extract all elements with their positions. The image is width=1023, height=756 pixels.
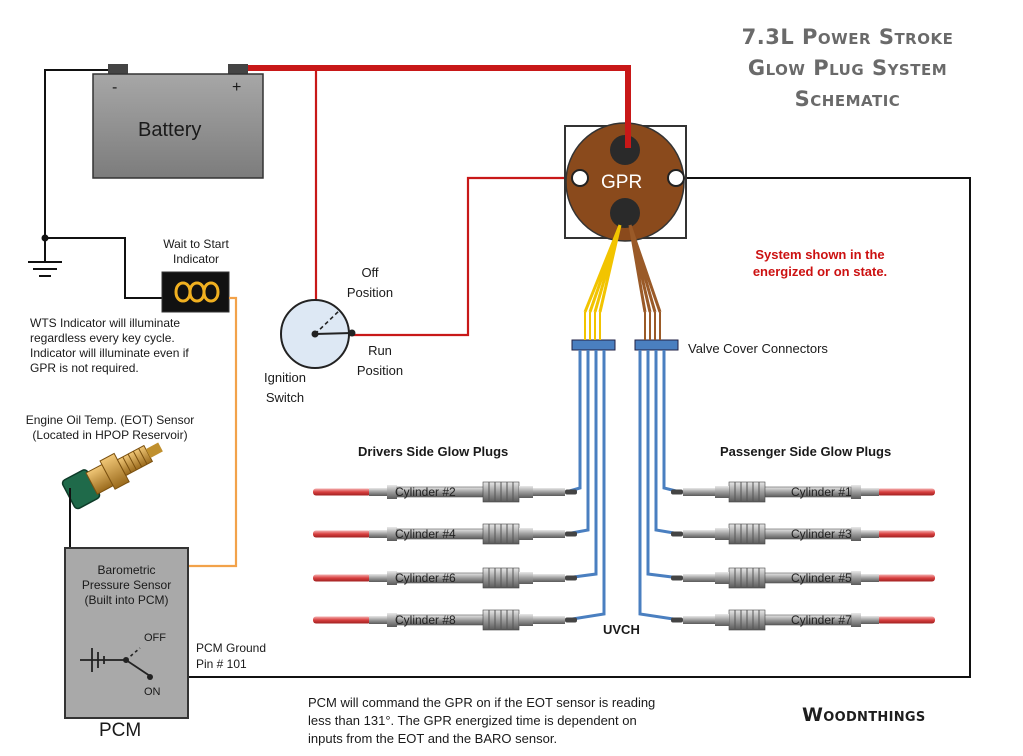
- note-line-2: less than 131°. The GPR energized time i…: [308, 713, 637, 728]
- note-line-3: inputs from the EOT and the BARO sensor.: [308, 731, 558, 746]
- gpr-output-wires: [583, 224, 662, 313]
- passenger-side-heading: Passenger Side Glow Plugs: [720, 444, 892, 459]
- wts-wire: [188, 296, 238, 568]
- title-line-1: 7.3L Power Stroke: [741, 25, 954, 49]
- title-line-2: Glow Plug System: [747, 56, 948, 80]
- pcm-module: [64, 547, 189, 719]
- wts-note-line-1: WTS Indicator will illuminate: [30, 316, 181, 330]
- uvch-label: UVCH: [603, 622, 640, 637]
- brand-label: Woodnthings: [802, 704, 926, 726]
- ground-junction: [41, 234, 49, 242]
- pcm-ground-label: PCM Ground Pin # 101: [196, 640, 266, 672]
- eot-sensor-label: Engine Oil Temp. (EOT) Sensor (Located i…: [10, 413, 210, 443]
- passenger-side-plugs: [670, 481, 936, 631]
- pcm-ground-line-1: PCM Ground: [196, 641, 267, 655]
- cylinder-label: Cylinder #2: [395, 485, 456, 499]
- battery-label: Battery: [138, 119, 202, 141]
- cylinder-label: Cylinder #5: [791, 571, 852, 585]
- wts-label-line-2: Indicator: [172, 252, 220, 266]
- baro-label-line-3: (Built into PCM): [84, 593, 169, 607]
- cylinder-label: Cylinder #7: [791, 613, 852, 627]
- wts-note-line-3: Indicator will illuminate even if: [30, 346, 189, 360]
- pcm-command-note: PCM will command the GPR on if the EOT s…: [308, 694, 655, 748]
- wts-indicator: [161, 271, 230, 313]
- pcm-label: PCM: [99, 720, 142, 741]
- run-label-line-2: Position: [356, 363, 404, 378]
- energized-note: System shown in the energized or on stat…: [720, 246, 920, 280]
- glow-plug-harness: [565, 350, 681, 622]
- drivers-side-heading: Drivers Side Glow Plugs: [358, 444, 509, 459]
- battery-neg-label: -: [112, 79, 118, 96]
- pcm-off-label: OFF: [144, 632, 166, 644]
- ignition-switch: [280, 299, 356, 369]
- off-label-line-1: Off: [361, 265, 379, 280]
- cylinder-label: Cylinder #4: [395, 527, 456, 541]
- drivers-side-plugs: [312, 481, 578, 631]
- eot-label-line-1: Engine Oil Temp. (EOT) Sensor: [25, 413, 195, 427]
- valve-cover-connectors: [571, 312, 679, 351]
- ignition-switch-label: Ignition Switch: [250, 368, 320, 408]
- wts-label: Wait to Start Indicator: [148, 237, 244, 267]
- ignition-label-line-1: Ignition: [264, 370, 306, 385]
- wts-label-line-1: Wait to Start: [163, 237, 229, 251]
- energized-note-line-1: System shown in the: [755, 247, 885, 262]
- energized-note-line-2: energized or on state.: [752, 264, 888, 279]
- eot-label-line-2: (Located in HPOP Reservoir): [32, 428, 188, 442]
- cylinder-label: Cylinder #8: [395, 613, 456, 627]
- cylinder-label: Cylinder #6: [395, 571, 456, 585]
- gpr-label: GPR: [601, 172, 643, 193]
- ignition-label-line-2: Switch: [265, 390, 305, 405]
- baro-label-line-1: Barometric: [97, 563, 156, 577]
- note-line-1: PCM will command the GPR on if the EOT s…: [308, 695, 656, 710]
- cylinder-label: Cylinder #3: [791, 527, 852, 541]
- valve-cover-label: Valve Cover Connectors: [688, 341, 828, 356]
- cylinder-label: Cylinder #1: [791, 485, 852, 499]
- baro-label-line-2: Pressure Sensor: [81, 578, 172, 592]
- diagram-title: 7.3L Power Stroke Glow Plug System Schem…: [690, 22, 1005, 115]
- off-position-label: Off Position: [335, 263, 405, 303]
- run-label-line-1: Run: [368, 343, 392, 358]
- pcm-ground-line-2: Pin # 101: [196, 657, 247, 671]
- pcm-on-label: ON: [144, 686, 161, 698]
- title-line-3: Schematic: [794, 87, 901, 111]
- wts-note-line-4: GPR is not required.: [30, 361, 139, 375]
- off-label-line-2: Position: [346, 285, 394, 300]
- wts-note: WTS Indicator will illuminate regardless…: [30, 316, 189, 376]
- run-position-label: Run Position: [345, 341, 415, 381]
- wts-note-line-2: regardless every key cycle.: [30, 331, 175, 345]
- battery-pos-label: +: [232, 79, 242, 96]
- ground-wiring: [28, 69, 971, 678]
- battery: [92, 64, 264, 179]
- eot-sensor: [61, 442, 163, 510]
- baro-sensor-label: Barometric Pressure Sensor (Built into P…: [66, 563, 187, 608]
